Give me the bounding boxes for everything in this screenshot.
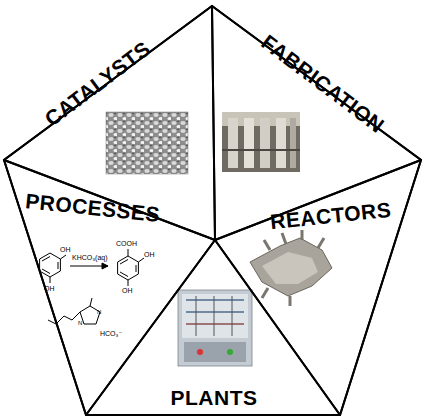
sector-polygon — [215, 160, 421, 415]
reactor-photo — [250, 230, 332, 306]
sector-polygon — [4, 6, 215, 240]
sector-title: PROCESSES — [24, 189, 161, 227]
chemical-label: OH — [60, 246, 71, 253]
sector-title: REACTORS — [269, 198, 392, 235]
fabrication-photo — [222, 112, 300, 172]
catalyst-micrograph — [106, 112, 188, 174]
sector-polygon — [86, 240, 340, 415]
pentagon-sector: PROCESSES — [4, 160, 215, 415]
chemical-label: COOH — [116, 240, 137, 247]
sector-outline — [215, 160, 421, 415]
pentagon-sector: REACTORS — [215, 160, 421, 415]
pentagon-sector: PLANTS — [86, 240, 340, 415]
sector-title: FABRICATION — [256, 30, 388, 138]
chemical-label: N — [78, 320, 82, 326]
chemical-label: KHCO₃(aq) — [72, 254, 108, 261]
sector-title: CATALYSTS — [40, 37, 155, 132]
sector-polygon — [4, 160, 215, 415]
chemical-label: N — [97, 309, 101, 315]
chemical-label: OH — [144, 251, 155, 258]
sector-title: PLANTS — [171, 386, 258, 410]
chemical-label: HCO₃⁻ — [100, 330, 122, 337]
chemical-label: OH — [122, 287, 133, 294]
chemical-structures — [40, 249, 144, 324]
chemical-label: OH — [44, 285, 55, 292]
plant-photo — [178, 290, 252, 366]
pentagon-outline — [4, 6, 421, 415]
sector-polygon — [212, 6, 421, 240]
